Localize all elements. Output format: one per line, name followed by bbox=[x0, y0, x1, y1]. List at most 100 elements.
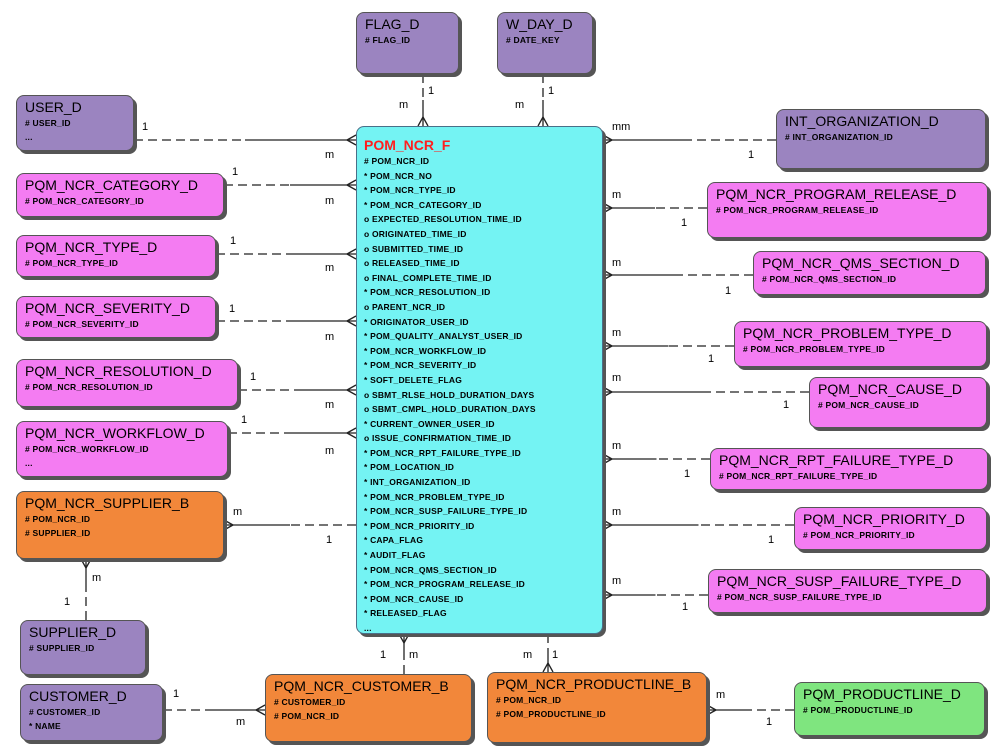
entity-title: PQM_NCR_CAUSE_D bbox=[818, 381, 962, 397]
entity-int-organization-d[interactable]: INT_ORGANIZATION_D# INT_ORGANIZATION_ID bbox=[776, 109, 986, 169]
cardinality-many-label: m bbox=[515, 99, 524, 111]
entity-flag-d[interactable]: FLAG_D# FLAG_ID bbox=[356, 12, 459, 74]
entity-attribute: # POM_NCR_ID bbox=[274, 711, 340, 721]
cardinality-many-label: m bbox=[523, 649, 532, 661]
fact-attribute: * POM_NCR_WORKFLOW_ID bbox=[364, 345, 487, 356]
entity-pqm-ncr-type-d[interactable]: PQM_NCR_TYPE_D# POM_NCR_TYPE_ID bbox=[16, 235, 216, 277]
entity-pqm-ncr-severity-d[interactable]: PQM_NCR_SEVERITY_D# POM_NCR_SEVERITY_ID bbox=[16, 296, 216, 338]
entity-user-d[interactable]: USER_D# USER_ID... bbox=[16, 95, 134, 151]
fact-table-pom-ncr-f[interactable]: POM_NCR_F # POM_NCR_ID* POM_NCR_NO* POM_… bbox=[356, 126, 603, 634]
entity-title: PQM_NCR_PRIORITY_D bbox=[803, 511, 965, 527]
entity-pqm-ncr-productline-b[interactable]: PQM_NCR_PRODUCTLINE_B# POM_NCR_ID# POM_P… bbox=[487, 672, 707, 743]
entity-attribute-list: # POM_NCR_QMS_SECTION_ID bbox=[762, 272, 977, 286]
cardinality-many-label: m bbox=[409, 649, 418, 661]
entity-attribute-list: # CUSTOMER_ID* NAME bbox=[29, 705, 154, 733]
fact-attribute: o SBMT_CMPL_HOLD_DURATION_DAYS bbox=[364, 404, 536, 415]
crows-foot-icon bbox=[602, 202, 613, 214]
fact-attribute: * POM_NCR_PROGRAM_RELEASE_ID bbox=[364, 579, 525, 590]
crows-foot-icon bbox=[346, 134, 357, 146]
entity-title: PQM_NCR_CATEGORY_D bbox=[25, 177, 198, 193]
fact-attribute: o EXPECTED_RESOLUTION_TIME_ID bbox=[364, 214, 522, 225]
relationship-pqm-ncr-resolution-d: 1m bbox=[238, 371, 357, 411]
cardinality-many-label: m bbox=[325, 262, 334, 274]
relationship-flag-d: 1m bbox=[399, 74, 434, 127]
crows-foot-icon bbox=[542, 662, 554, 673]
cardinality-one-label: 1 bbox=[229, 303, 235, 315]
cardinality-one-label: 1 bbox=[681, 217, 687, 229]
entity-attribute: # POM_NCR_PROBLEM_TYPE_ID bbox=[743, 344, 885, 354]
relationship-w-day-d: 1m bbox=[515, 74, 554, 127]
fact-attribute: * ORIGINATOR_USER_ID bbox=[364, 316, 469, 327]
entity-attribute: # USER_ID bbox=[25, 118, 71, 128]
relationship-pqm-ncr-category-d: 1m bbox=[224, 166, 357, 207]
entity-pqm-ncr-category-d[interactable]: PQM_NCR_CATEGORY_D# POM_NCR_CATEGORY_ID bbox=[16, 173, 224, 217]
entity-pqm-ncr-workflow-d[interactable]: PQM_NCR_WORKFLOW_D# POM_NCR_WORKFLOW_ID.… bbox=[16, 421, 228, 477]
entity-title: PQM_NCR_QMS_SECTION_D bbox=[762, 255, 960, 271]
entity-pqm-ncr-susp-failure-type-d[interactable]: PQM_NCR_SUSP_FAILURE_TYPE_D# POM_NCR_SUS… bbox=[708, 569, 987, 613]
entity-attribute-list: # USER_ID... bbox=[25, 116, 125, 144]
entity-title: PQM_NCR_SUPPLIER_B bbox=[25, 495, 190, 511]
entity-title: W_DAY_D bbox=[506, 16, 573, 32]
entity-attribute-list: # POM_NCR_RPT_FAILURE_TYPE_ID bbox=[719, 469, 979, 483]
entity-title: PQM_NCR_SEVERITY_D bbox=[25, 300, 190, 316]
fact-table-title: POM_NCR_F bbox=[364, 137, 451, 153]
entity-title: PQM_NCR_PROGRAM_RELEASE_D bbox=[716, 186, 957, 202]
entity-pqm-ncr-resolution-d[interactable]: PQM_NCR_RESOLUTION_D # POM_NCR_RESOLUTION… bbox=[16, 359, 238, 407]
entity-pqm-ncr-rpt-failure-type-d[interactable]: PQM_NCR_RPT_FAILURE_TYPE_D# POM_NCR_RPT_… bbox=[710, 448, 988, 490]
entity-attribute-list: # POM_NCR_CAUSE_ID bbox=[818, 398, 978, 412]
fact-attribute: * SOFT_DELETE_FLAG bbox=[364, 374, 463, 385]
entity-attribute-list: # POM_NCR_SUSP_FAILURE_TYPE_ID bbox=[717, 590, 978, 604]
cardinality-many-label: m bbox=[612, 506, 621, 518]
entity-title: SUPPLIER_D bbox=[29, 624, 117, 640]
entity-pqm-ncr-qms-section-d[interactable]: PQM_NCR_QMS_SECTION_D# POM_NCR_QMS_SECTI… bbox=[753, 251, 986, 295]
entity-attribute: # POM_NCR_SUSP_FAILURE_TYPE_ID bbox=[717, 592, 882, 602]
relationship-pqm-ncr-susp-failure-type-d: 1m bbox=[602, 575, 708, 613]
cardinality-many-label: mm bbox=[612, 121, 630, 133]
entity-pqm-ncr-priority-d[interactable]: PQM_NCR_PRIORITY_D# POM_NCR_PRIORITY_ID bbox=[794, 507, 987, 550]
entity-attribute: # POM_NCR_ID bbox=[496, 695, 562, 705]
entity-attribute: # DATE_KEY bbox=[506, 35, 560, 45]
entity-pqm-ncr-supplier-b[interactable]: PQM_NCR_SUPPLIER_B# POM_NCR_ID# SUPPLIER… bbox=[16, 491, 224, 559]
entity-pqm-ncr-cause-d[interactable]: PQM_NCR_CAUSE_D# POM_NCR_CAUSE_ID bbox=[809, 377, 987, 428]
entity-attribute-list: # POM_PRODUCTLINE_ID bbox=[803, 703, 976, 717]
cardinality-one-label: 1 bbox=[768, 534, 774, 546]
relationship-supplier-d: 1m bbox=[64, 558, 101, 620]
entity-title: PQM_NCR_PROBLEM_TYPE_D bbox=[743, 325, 952, 341]
entity-pqm-ncr-program-release-d[interactable]: PQM_NCR_PROGRAM_RELEASE_D# POM_NCR_PROGR… bbox=[707, 182, 988, 238]
crows-foot-icon bbox=[537, 116, 549, 127]
fact-attribute: * INT_ORGANIZATION_ID bbox=[364, 477, 471, 488]
cardinality-one-label: 1 bbox=[783, 399, 789, 411]
entity-pqm-ncr-problem-type-d[interactable]: PQM_NCR_PROBLEM_TYPE_D # POM_NCR_PROBLEM_… bbox=[734, 321, 987, 367]
fact-attribute: * POM_NCR_TYPE_ID bbox=[364, 185, 456, 196]
entity-supplier-d[interactable]: SUPPLIER_D# SUPPLIER_ID bbox=[20, 620, 146, 675]
entity-title: USER_D bbox=[25, 99, 82, 115]
entity-attribute-list: # CUSTOMER_ID# POM_NCR_ID bbox=[274, 695, 463, 723]
fact-attribute: * POM_NCR_NO bbox=[364, 170, 433, 181]
crows-foot-icon bbox=[346, 427, 357, 439]
entity-attribute-list: # INT_ORGANIZATION_ID bbox=[785, 130, 977, 144]
cardinality-one-label: 1 bbox=[708, 353, 714, 365]
cardinality-one-label: 1 bbox=[766, 716, 772, 728]
entity-title: PQM_NCR_RESOLUTION_D bbox=[25, 363, 212, 379]
cardinality-many-label: m bbox=[325, 399, 334, 411]
cardinality-many-label: m bbox=[325, 445, 334, 457]
entity-w-day-d[interactable]: W_DAY_D # DATE_KEY bbox=[497, 12, 593, 74]
entity-customer-d[interactable]: CUSTOMER_D# CUSTOMER_ID* NAME bbox=[20, 684, 163, 741]
entity-pqm-productline-d[interactable]: PQM_PRODUCTLINE_D# POM_PRODUCTLINE_ID bbox=[794, 682, 985, 736]
entity-attribute-list: # POM_NCR_RESOLUTION_ID bbox=[25, 380, 229, 394]
entity-pqm-ncr-customer-b[interactable]: PQM_NCR_CUSTOMER_B# CUSTOMER_ID# POM_NCR… bbox=[265, 674, 472, 742]
entity-attribute: # POM_NCR_RESOLUTION_ID bbox=[25, 382, 153, 392]
cardinality-one-label: 1 bbox=[250, 371, 256, 383]
entity-attribute-list: # DATE_KEY bbox=[506, 33, 584, 47]
crows-foot-icon bbox=[223, 519, 234, 531]
fact-attribute: * POM_NCR_PROBLEM_TYPE_ID bbox=[364, 491, 505, 502]
fact-attribute: o ORIGINATED_TIME_ID bbox=[364, 228, 467, 239]
fact-attribute-list: # POM_NCR_ID* POM_NCR_NO* POM_NCR_TYPE_I… bbox=[364, 154, 595, 636]
entity-attribute-list: # SUPPLIER_ID bbox=[29, 641, 137, 655]
cardinality-one-label: 1 bbox=[326, 534, 332, 546]
relationship-pqm-ncr-productline-b: 1m bbox=[523, 634, 558, 673]
cardinality-many-label: m bbox=[325, 195, 334, 207]
crows-foot-icon bbox=[255, 704, 266, 716]
